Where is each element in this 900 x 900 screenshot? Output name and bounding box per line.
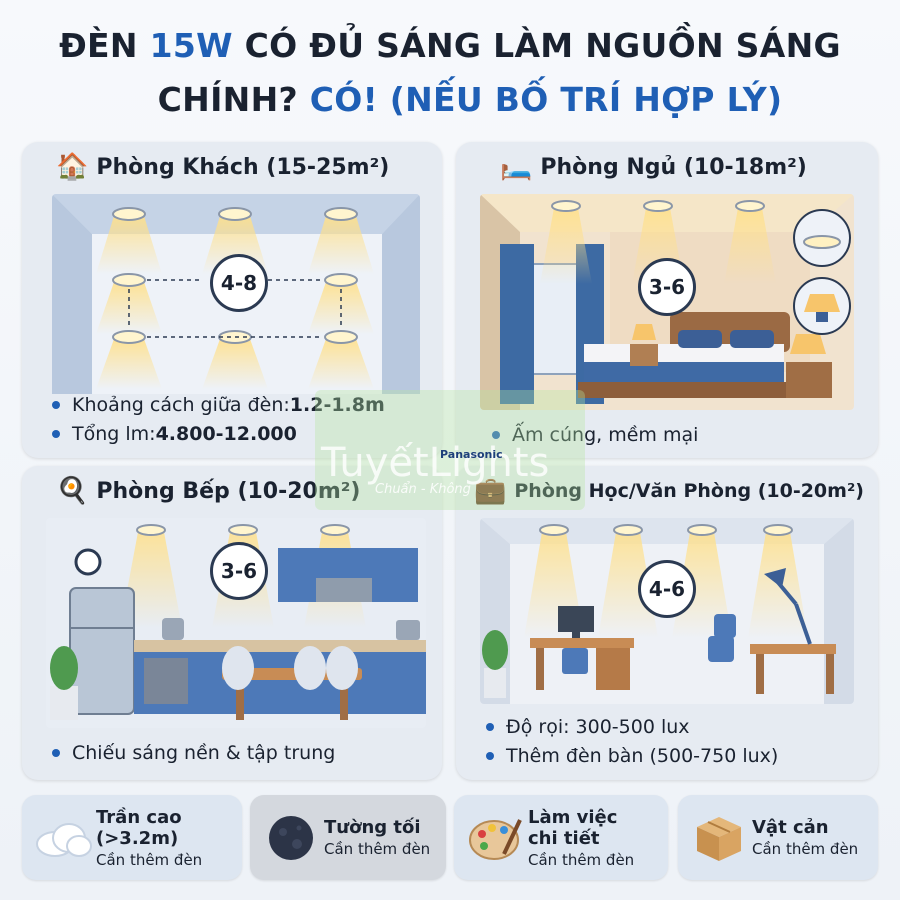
kitchen-title: Phòng Bếp (10-20m²) bbox=[96, 478, 361, 504]
study-scene bbox=[480, 518, 854, 704]
dark-moon-icon bbox=[258, 814, 324, 862]
briefcase-icon: 💼 bbox=[474, 476, 507, 506]
study-notes: Độ rọi: 300-500 lux Thêm đèn bàn (500-75… bbox=[486, 716, 778, 774]
tile-subtitle: Cần thêm đèn bbox=[528, 850, 635, 869]
tile-title: Vật cản bbox=[752, 817, 829, 838]
study-card: 💼 Phòng Học/Văn Phòng (10-20m²) bbox=[456, 466, 878, 780]
bedroom-card: 🛏️ Phòng Ngủ (10-18m²) bbox=[456, 142, 878, 458]
tile-dark-walls: Tường tối Cần thêm đèn bbox=[250, 795, 446, 880]
living-room-title: Phòng Khách (15-25m²) bbox=[96, 154, 390, 180]
tile-obstacles: Vật cản Cần thêm đèn bbox=[678, 795, 878, 880]
living-room-scene bbox=[52, 194, 420, 394]
tile-detailed-work: Làm việc chi tiết Cần thêm đèn bbox=[454, 795, 668, 880]
headline-highlight: 15W bbox=[149, 26, 233, 65]
headline-line-2: CHÍNH? CÓ! (NẾU BỐ TRÍ HỢP LÝ) bbox=[0, 80, 900, 119]
list-item: Thêm đèn bàn (500-750 lux) bbox=[486, 745, 778, 767]
kitchen-card: 🍳 Phòng Bếp (10-20m²) bbox=[22, 466, 442, 780]
list-item: Ấm cúng, mềm mại bbox=[492, 424, 698, 446]
bedroom-title: Phòng Ngủ (10-18m²) bbox=[540, 154, 807, 180]
living-room-lamp-count: 4-8 bbox=[210, 254, 268, 312]
study-title: Phòng Học/Văn Phòng (10-20m²) bbox=[514, 480, 864, 502]
box-icon bbox=[686, 813, 752, 863]
living-room-notes: Khoảng cách giữa đèn: 1.2-1.8m Tổng lm: … bbox=[52, 394, 385, 452]
bedroom-lamp-count: 3-6 bbox=[638, 258, 696, 316]
living-room-heading: 🏠 Phòng Khách (15-25m²) bbox=[22, 152, 442, 182]
headline-line-1: ĐÈN 15W CÓ ĐỦ SÁNG LÀM NGUỒN SÁNG bbox=[0, 26, 900, 65]
tile-title: Trần cao (>3.2m) bbox=[96, 806, 182, 849]
palette-icon bbox=[462, 814, 528, 862]
study-lamp-count: 4-6 bbox=[638, 560, 696, 618]
frying-pan-icon: 🍳 bbox=[56, 476, 89, 506]
study-heading: 💼 Phòng Học/Văn Phòng (10-20m²) bbox=[456, 476, 878, 506]
tile-title: Tường tối bbox=[324, 817, 421, 838]
headline-text: ĐÈN bbox=[59, 26, 150, 65]
tile-high-ceiling: Trần cao (>3.2m) Cần thêm đèn bbox=[22, 795, 242, 880]
headline-text: CÓ ĐỦ SÁNG LÀM NGUỒN SÁNG bbox=[232, 26, 841, 65]
bedroom-scene bbox=[480, 194, 854, 410]
list-item: Độ rọi: 300-500 lux bbox=[486, 716, 778, 738]
kitchen-heading: 🍳 Phòng Bếp (10-20m²) bbox=[22, 476, 442, 506]
headline-highlight: CÓ! (NẾU BỐ TRÍ HỢP LÝ) bbox=[309, 80, 783, 119]
living-room-illustration bbox=[52, 194, 420, 524]
house-icon: 🏠 bbox=[56, 152, 89, 182]
living-room-card: 🏠 Phòng Khách (15-25m²) bbox=[22, 142, 442, 458]
list-item: Chiếu sáng nền & tập trung bbox=[52, 742, 335, 764]
list-item: Khoảng cách giữa đèn: 1.2-1.8m bbox=[52, 394, 385, 416]
tile-subtitle: Cần thêm đèn bbox=[752, 840, 859, 858]
headline-text: CHÍNH? bbox=[157, 80, 310, 119]
list-item: Tổng lm: 4.800-12.000 bbox=[52, 423, 385, 445]
study-illustration bbox=[480, 518, 854, 704]
kitchen-lamp-count: 3-6 bbox=[210, 542, 268, 600]
cloud-icon bbox=[30, 818, 96, 858]
bedroom-illustration bbox=[480, 194, 854, 410]
kitchen-notes: Chiếu sáng nền & tập trung bbox=[52, 742, 335, 771]
bedroom-notes: Ấm cúng, mềm mại bbox=[492, 424, 698, 453]
tile-title: Làm việc chi tiết bbox=[528, 806, 618, 849]
tile-subtitle: Cần thêm đèn bbox=[324, 840, 431, 858]
tile-subtitle: Cần thêm đèn bbox=[96, 850, 203, 869]
bed-icon: 🛏️ bbox=[500, 152, 533, 182]
bedroom-heading: 🛏️ Phòng Ngủ (10-18m²) bbox=[456, 152, 878, 182]
